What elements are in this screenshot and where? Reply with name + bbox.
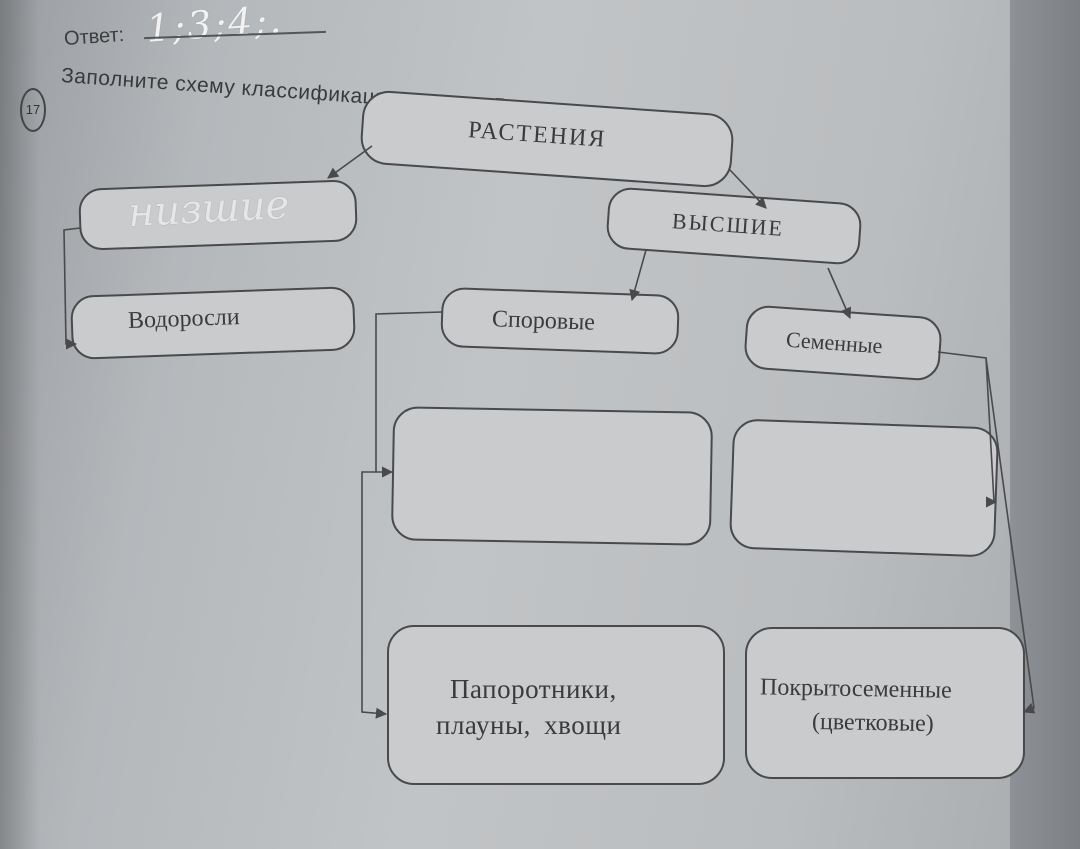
- higher-plants-box: [606, 187, 862, 265]
- task-number: 17: [20, 88, 46, 132]
- angiosperms-label-line-1: Покрытосеменные: [759, 674, 953, 704]
- spore-empty-box: [391, 406, 713, 546]
- seed-empty-box: [729, 419, 999, 557]
- spore-plants-box: [440, 287, 680, 355]
- arrow-higher-to-seed: [827, 267, 852, 320]
- algae-label: Водоросли: [127, 304, 241, 334]
- lower-plants-box: [78, 179, 358, 251]
- arrow-root-to-higher: [729, 169, 767, 209]
- connector-seed-to-empty: [937, 351, 998, 508]
- lower-plants-handwritten: низшие: [126, 181, 291, 237]
- arrow-root-to-lower: [327, 145, 373, 179]
- ferns-label-line-1: Папоротники,: [450, 674, 617, 704]
- root-box: [360, 90, 734, 188]
- connector-seed-to-angiosperms: [985, 357, 1036, 714]
- angiosperms-box: [745, 627, 1025, 779]
- algae-box: [70, 286, 356, 360]
- ferns-box: [387, 625, 725, 785]
- spore-plants-label: Споровые: [491, 306, 596, 336]
- ferns-label-line-2: плауны, хвощи: [436, 710, 622, 740]
- angiosperms-label-line-2: (цветковые): [811, 708, 934, 738]
- connector-lower-to-algae: [63, 227, 81, 350]
- arrow-higher-to-spore: [629, 249, 647, 302]
- connector-spore-to-ferns: [361, 471, 388, 719]
- page-shadow: [0, 0, 40, 849]
- connector-spore-to-empty: [375, 311, 443, 478]
